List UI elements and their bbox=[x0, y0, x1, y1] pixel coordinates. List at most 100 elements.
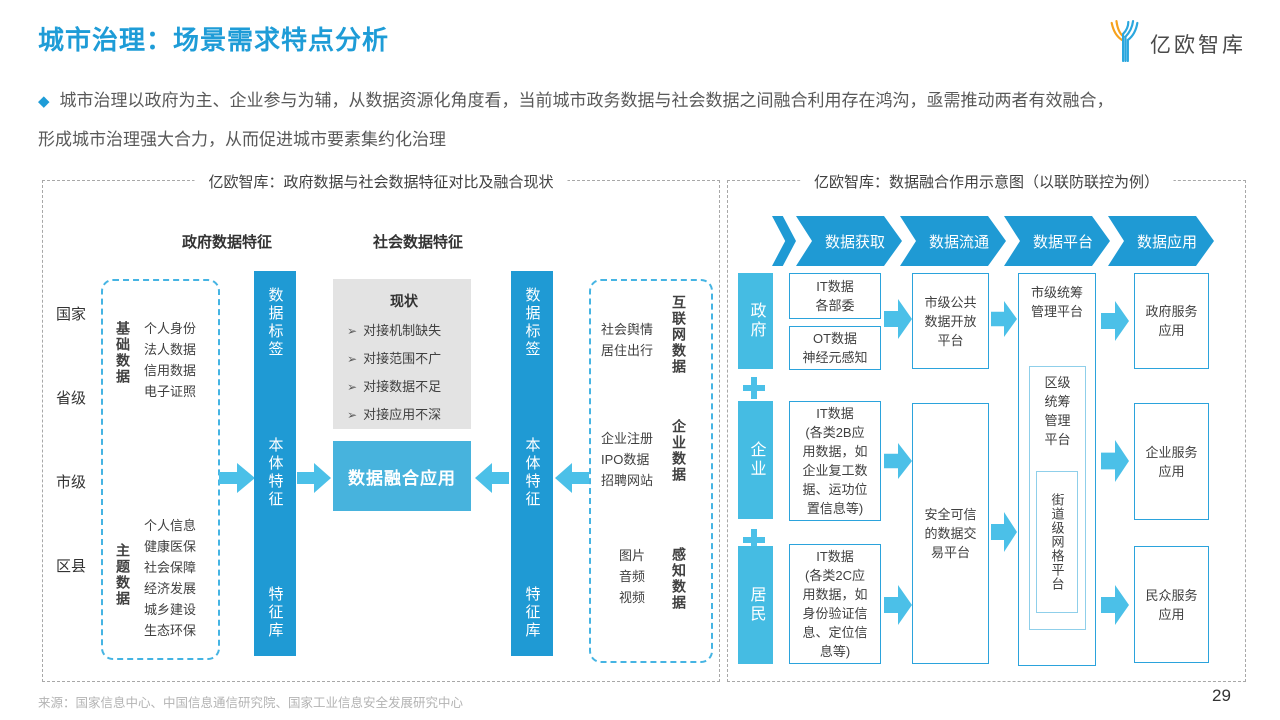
chevron-step: 数据应用 bbox=[1108, 216, 1214, 266]
stakeholder-label: 企业 bbox=[747, 441, 765, 479]
app-box-gov: 政府服务应用 bbox=[1134, 273, 1209, 369]
chevron-step: 数据平台 bbox=[1004, 216, 1110, 266]
list-item: 社会舆情 bbox=[601, 322, 654, 337]
bar-label: 特征库 bbox=[266, 586, 284, 640]
status-item: ➢ 对接范围不广 bbox=[347, 345, 461, 373]
bar-label: 本体特征 bbox=[523, 436, 541, 509]
city-platform-box: 市级统筹管理平台 区级统筹管理平台 街道级网格平台 bbox=[1018, 273, 1096, 666]
list-item: 电子证照 bbox=[144, 384, 197, 399]
level-label: 市级 bbox=[56, 474, 87, 491]
internet-data-items: 社会舆情 居住出行 bbox=[601, 319, 663, 361]
list-item: 城乡建设 bbox=[144, 602, 197, 617]
internet-data-label: 互联网数据 bbox=[671, 295, 687, 375]
intro-paragraph: ◆ 城市治理以政府为主、企业参与为辅，从数据资源化角度看，当前城市政务数据与社会数… bbox=[38, 82, 1244, 159]
list-item: 个人身份 bbox=[144, 321, 197, 336]
stakeholder-enterprise: 企业 bbox=[738, 401, 773, 519]
chevron-step: 数据获取 bbox=[796, 216, 902, 266]
brand-logo: 亿欧智库 bbox=[1106, 18, 1246, 69]
intro-line-2: 形成城市治理强大合力，从而促进城市要素集约化治理 bbox=[38, 121, 1244, 159]
box-text: 区级统筹管理平台 bbox=[1044, 375, 1071, 447]
app-box-enterprise: 企业服务应用 bbox=[1134, 403, 1209, 520]
status-text: 对接机制缺失 bbox=[363, 323, 442, 338]
list-item: IPO数据 bbox=[601, 452, 650, 467]
arrow-bullet-icon: ➢ bbox=[347, 380, 358, 394]
bar-label: 数据标签 bbox=[523, 287, 541, 359]
bar-label: 特征库 bbox=[523, 586, 541, 640]
list-item: 生态环保 bbox=[144, 623, 197, 638]
social-data-header: 社会数据特征 bbox=[372, 234, 463, 251]
chevron-step: 数据流通 bbox=[900, 216, 1006, 266]
list-item: 社会保障 bbox=[144, 560, 197, 575]
basic-data-items: 个人身份 法人数据 信用数据 电子证照 bbox=[144, 318, 196, 402]
status-text: 对接应用不深 bbox=[363, 407, 442, 422]
level-label: 区县 bbox=[56, 558, 87, 575]
gov-it-data-box: IT数据 各部委 bbox=[789, 273, 881, 319]
left-panel: 亿欧智库：政府数据与社会数据特征对比及融合现状 政府数据特征 社会数据特征 国家… bbox=[42, 171, 720, 682]
left-panel-title: 亿欧智库：政府数据与社会数据特征对比及融合现状 bbox=[194, 171, 568, 192]
box-desc: (各类2B应用数据，如企业复工数据、运功位置信息等) bbox=[802, 425, 868, 516]
chevron-start-icon bbox=[772, 216, 796, 266]
level-label: 国家 bbox=[56, 306, 87, 323]
social-data-box bbox=[589, 279, 713, 663]
box-line: IT数据 bbox=[816, 549, 854, 564]
list-item: 图片 bbox=[618, 548, 645, 563]
level-label: 省级 bbox=[56, 390, 87, 407]
diamond-bullet-icon: ◆ bbox=[38, 93, 50, 110]
arrow-bullet-icon: ➢ bbox=[347, 352, 358, 366]
box-line: IT数据 bbox=[816, 406, 854, 421]
sensing-data-items: 图片 音频 视频 bbox=[601, 545, 663, 608]
open-platform-box: 市级公共数据开放平台 bbox=[912, 273, 989, 369]
gov-feature-bar: 数据标签 本体特征 特征库 bbox=[254, 271, 296, 656]
trade-platform-box: 安全可信的数据交易平台 bbox=[912, 403, 989, 664]
arrow-right-icon bbox=[219, 463, 255, 493]
social-feature-bar: 数据标签 本体特征 特征库 bbox=[511, 271, 553, 656]
plus-icon bbox=[743, 529, 765, 551]
page-title: 城市治理：场景需求特点分析 bbox=[38, 25, 390, 55]
list-item: 法人数据 bbox=[144, 342, 197, 357]
list-item: 个人信息 bbox=[144, 518, 197, 533]
street-platform-box: 街道级网格平台 bbox=[1036, 471, 1078, 613]
box-text: 政府服务应用 bbox=[1145, 304, 1198, 338]
plus-icon bbox=[743, 377, 765, 399]
list-item: 健康医保 bbox=[144, 539, 197, 554]
intro-text-2: 形成城市治理强大合力，从而促进城市要素集约化治理 bbox=[38, 130, 446, 149]
status-text: 对接范围不广 bbox=[363, 351, 442, 366]
box-desc: (各类2C应用数据，如身份验证信息、定位信息等) bbox=[802, 568, 868, 659]
arrow-right-icon bbox=[991, 512, 1017, 552]
arrow-right-icon bbox=[1101, 301, 1129, 341]
status-item: ➢对接数据不足 bbox=[347, 373, 461, 401]
arrow-left-icon bbox=[555, 463, 589, 493]
enterprise-it-data-box: IT数据 (各类2B应用数据，如企业复工数据、运功位置信息等) bbox=[789, 401, 881, 521]
box-line: IT数据 bbox=[816, 279, 854, 294]
arrow-right-icon bbox=[297, 463, 331, 493]
list-item: 音频 bbox=[618, 569, 645, 584]
data-fusion-box: 数据融合应用 bbox=[333, 441, 471, 511]
stakeholder-label: 政府 bbox=[747, 302, 765, 340]
app-box-resident: 民众服务应用 bbox=[1134, 546, 1209, 663]
box-line: 神经元感知 bbox=[802, 350, 868, 365]
arrow-bullet-icon: ➢ bbox=[347, 324, 358, 338]
gov-ot-data-box: OT数据 神经元感知 bbox=[789, 326, 881, 370]
arrow-right-icon bbox=[884, 443, 912, 479]
arrow-left-icon bbox=[475, 463, 509, 493]
right-panel-title: 亿欧智库：数据融合作用示意图（以联防联控为例） bbox=[799, 171, 1174, 192]
resident-it-data-box: IT数据 (各类2C应用数据，如身份验证信息、定位信息等) bbox=[789, 544, 881, 664]
box-text: 街道级网格平台 bbox=[1049, 493, 1065, 591]
box-text: 安全可信的数据交易平台 bbox=[924, 507, 977, 560]
right-panel: 亿欧智库：数据融合作用示意图（以联防联控为例） 数据获取 数据流通 数据平台 数… bbox=[727, 171, 1246, 682]
intro-text-1: 城市治理以政府为主、企业参与为辅，从数据资源化角度看，当前城市政务数据与社会数据… bbox=[59, 91, 1114, 110]
list-item: 经济发展 bbox=[144, 581, 197, 596]
enterprise-data-label: 企业数据 bbox=[671, 419, 687, 483]
list-item: 企业注册 bbox=[601, 431, 654, 446]
brand-name: 亿欧智库 bbox=[1150, 33, 1246, 57]
box-text: 市级统筹管理平台 bbox=[1030, 285, 1083, 319]
status-title: 现状 bbox=[390, 293, 418, 309]
theme-data-items: 个人信息 健康医保 社会保障 经济发展 城乡建设 生态环保 bbox=[144, 515, 196, 641]
source-note: 来源：国家信息中心、中国信息通信研究院、国家工业信息安全发展研究中心 bbox=[38, 696, 464, 710]
intro-line-1: ◆ 城市治理以政府为主、企业参与为辅，从数据资源化角度看，当前城市政务数据与社会数… bbox=[38, 82, 1244, 121]
district-platform-box: 区级统筹管理平台 街道级网格平台 bbox=[1029, 366, 1086, 630]
list-item: 视频 bbox=[618, 590, 645, 605]
list-item: 居住出行 bbox=[601, 343, 654, 358]
eo-logo-icon bbox=[1106, 18, 1144, 69]
